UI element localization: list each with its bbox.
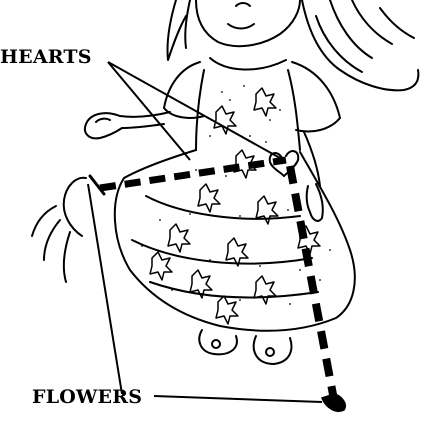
mouth xyxy=(228,24,254,29)
flowers-label: FLOWERS xyxy=(32,386,142,408)
flowers-target xyxy=(322,394,345,411)
face xyxy=(196,0,300,46)
hearts-label: HEARTS xyxy=(0,46,92,68)
collar xyxy=(210,58,286,70)
right-sleeve xyxy=(292,62,340,132)
hair-left xyxy=(167,0,186,60)
right-hand xyxy=(307,184,323,221)
flowers-leader-2 xyxy=(154,396,322,402)
left-arm xyxy=(120,112,170,117)
flowers-leader-1 xyxy=(88,184,122,394)
holding-hand xyxy=(64,178,86,236)
left-shoe xyxy=(199,330,237,354)
dashed-guide-horizontal xyxy=(100,160,286,188)
right-arm xyxy=(304,132,320,186)
bodice xyxy=(196,70,300,150)
